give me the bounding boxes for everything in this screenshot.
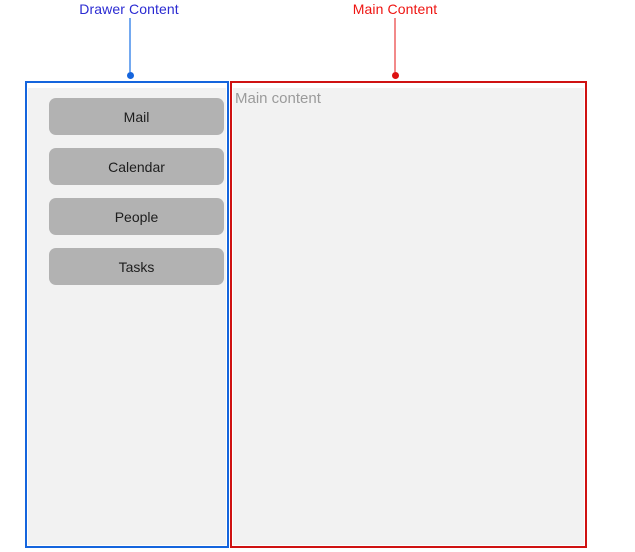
main-panel: Main content — [233, 88, 584, 545]
drawer-button-calendar[interactable]: Calendar — [49, 148, 224, 185]
main-callout-line — [394, 18, 396, 72]
drawer-button-tasks[interactable]: Tasks — [49, 248, 224, 285]
drawer-button-people[interactable]: People — [49, 198, 224, 235]
main-callout-label: Main Content — [352, 1, 438, 17]
drawer-panel: Mail Calendar People Tasks — [28, 88, 226, 545]
main-annotation-box: Main content — [230, 81, 587, 548]
drawer-callout-label: Drawer Content — [79, 1, 179, 17]
drawer-button-list: Mail Calendar People Tasks — [49, 98, 224, 298]
drawer-callout-line — [129, 18, 131, 72]
drawer-button-mail[interactable]: Mail — [49, 98, 224, 135]
main-callout-dot-icon — [392, 72, 399, 79]
drawer-annotation-box: Mail Calendar People Tasks — [25, 81, 229, 548]
main-content-placeholder: Main content — [235, 90, 321, 107]
drawer-callout-dot-icon — [127, 72, 134, 79]
